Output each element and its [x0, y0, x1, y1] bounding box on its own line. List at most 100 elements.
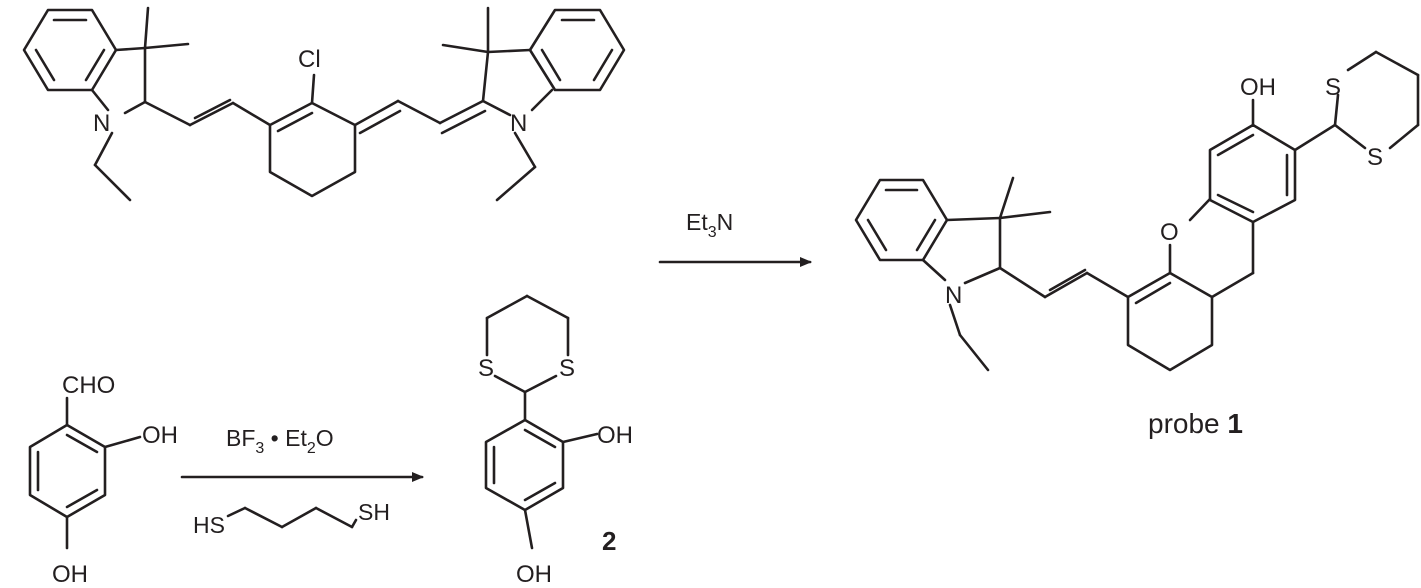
atom-oh-ortho: OH: [142, 422, 178, 449]
probe-phenol-ring: [1208, 123, 1297, 224]
bond: [945, 216, 1002, 222]
atom-oh-para: OH: [52, 561, 88, 588]
bond: [243, 506, 284, 529]
reaction-step-2: Et3N: [658, 209, 812, 267]
bond: [523, 374, 558, 394]
bond: [481, 99, 512, 117]
bond: [314, 506, 354, 529]
bond: [1333, 123, 1367, 150]
atom-cl: Cl: [298, 46, 321, 73]
bond: [396, 99, 442, 125]
bond: [34, 48, 56, 82]
reagent-hs: HS: [193, 512, 225, 538]
bond: [540, 48, 562, 82]
probe-atom-s-bottom: S: [1367, 144, 1383, 171]
bond: [143, 6, 150, 50]
bond: [188, 101, 235, 127]
bond: [523, 428, 557, 449]
probe-1-label: probe 1: [1148, 408, 1243, 439]
bond: [1210, 271, 1255, 299]
bond: [866, 218, 888, 252]
atom-n-right: N: [510, 110, 527, 137]
bond: [523, 508, 534, 550]
atom-cho: CHO: [62, 372, 115, 399]
condition-bf3-et2o: BF3 • Et2O: [226, 425, 334, 457]
probe-benzene-ring: [854, 178, 949, 262]
reaction-step-1: BF3 • Et2O HS SH: [180, 425, 424, 538]
bond: [513, 131, 537, 169]
condition-et3n: Et3N: [686, 209, 733, 241]
probe-atom-oh: OH: [1240, 74, 1276, 101]
bond: [1048, 268, 1087, 292]
bond: [1374, 50, 1420, 77]
bond: [90, 88, 110, 112]
bond: [1085, 271, 1130, 299]
bond: [592, 48, 614, 82]
dihydroxybenzaldehyde-structure: CHO OH OH: [28, 372, 178, 588]
atom-oh-ortho-2: OH: [597, 422, 633, 449]
bond: [193, 98, 232, 120]
bond: [998, 266, 1047, 299]
bond: [1216, 133, 1255, 157]
bond: [114, 46, 147, 52]
compound-2-structure: S S OH OH 2: [478, 294, 633, 588]
atom-oh-para-2: OH: [516, 561, 552, 588]
bond: [485, 294, 529, 320]
bond: [998, 210, 1052, 220]
bond: [915, 218, 937, 252]
bond: [143, 42, 190, 50]
bond: [280, 506, 318, 529]
bond: [1346, 50, 1378, 72]
bond: [310, 73, 316, 105]
benzaldehyde-ring: [28, 423, 107, 519]
bond: [65, 488, 99, 509]
bond: [123, 100, 147, 115]
bond: [998, 176, 1015, 220]
bond: [486, 48, 532, 54]
bond: [525, 294, 570, 320]
right-benzene-ring: [528, 8, 626, 92]
compound-2-benzene-ring: [484, 418, 565, 512]
bond: [561, 432, 599, 444]
bond: [93, 131, 114, 167]
bond: [1188, 197, 1212, 222]
bond: [358, 109, 402, 135]
bond: [530, 88, 554, 112]
bond: [921, 258, 947, 282]
bond: [1216, 193, 1255, 214]
bond: [523, 481, 557, 502]
probe-atom-s-top: S: [1325, 74, 1341, 101]
bond: [103, 435, 142, 449]
bond: [1043, 271, 1089, 299]
left-benzene-ring: [22, 8, 118, 92]
bond: [1388, 123, 1420, 150]
bond: [948, 303, 962, 337]
bond: [93, 163, 132, 202]
bond: [231, 101, 272, 127]
probe-1-structure: N O OH S S probe 1: [854, 50, 1420, 439]
atom-s-left: S: [478, 355, 494, 382]
bond: [441, 43, 490, 54]
atom-s-right: S: [559, 355, 575, 382]
bond: [353, 99, 400, 127]
atom-n-left: N: [93, 110, 110, 137]
bond: [143, 100, 192, 127]
bond: [1134, 281, 1172, 305]
cyclohexene-ring: [268, 101, 357, 198]
bond: [493, 374, 527, 394]
bond: [65, 433, 99, 454]
compound-2-label: 2: [602, 526, 616, 556]
probe-atom-o: O: [1160, 219, 1179, 246]
reagent-sh: SH: [358, 499, 390, 525]
bond: [84, 48, 106, 82]
bond: [495, 165, 537, 202]
bond: [350, 518, 358, 529]
bond: [226, 506, 247, 518]
probe-atom-n: N: [945, 282, 962, 309]
bond: [958, 333, 990, 372]
bond: [1293, 123, 1337, 152]
bond: [438, 99, 485, 125]
bond: [1333, 93, 1340, 127]
probe-cyclohexene-ring: [1126, 271, 1214, 372]
